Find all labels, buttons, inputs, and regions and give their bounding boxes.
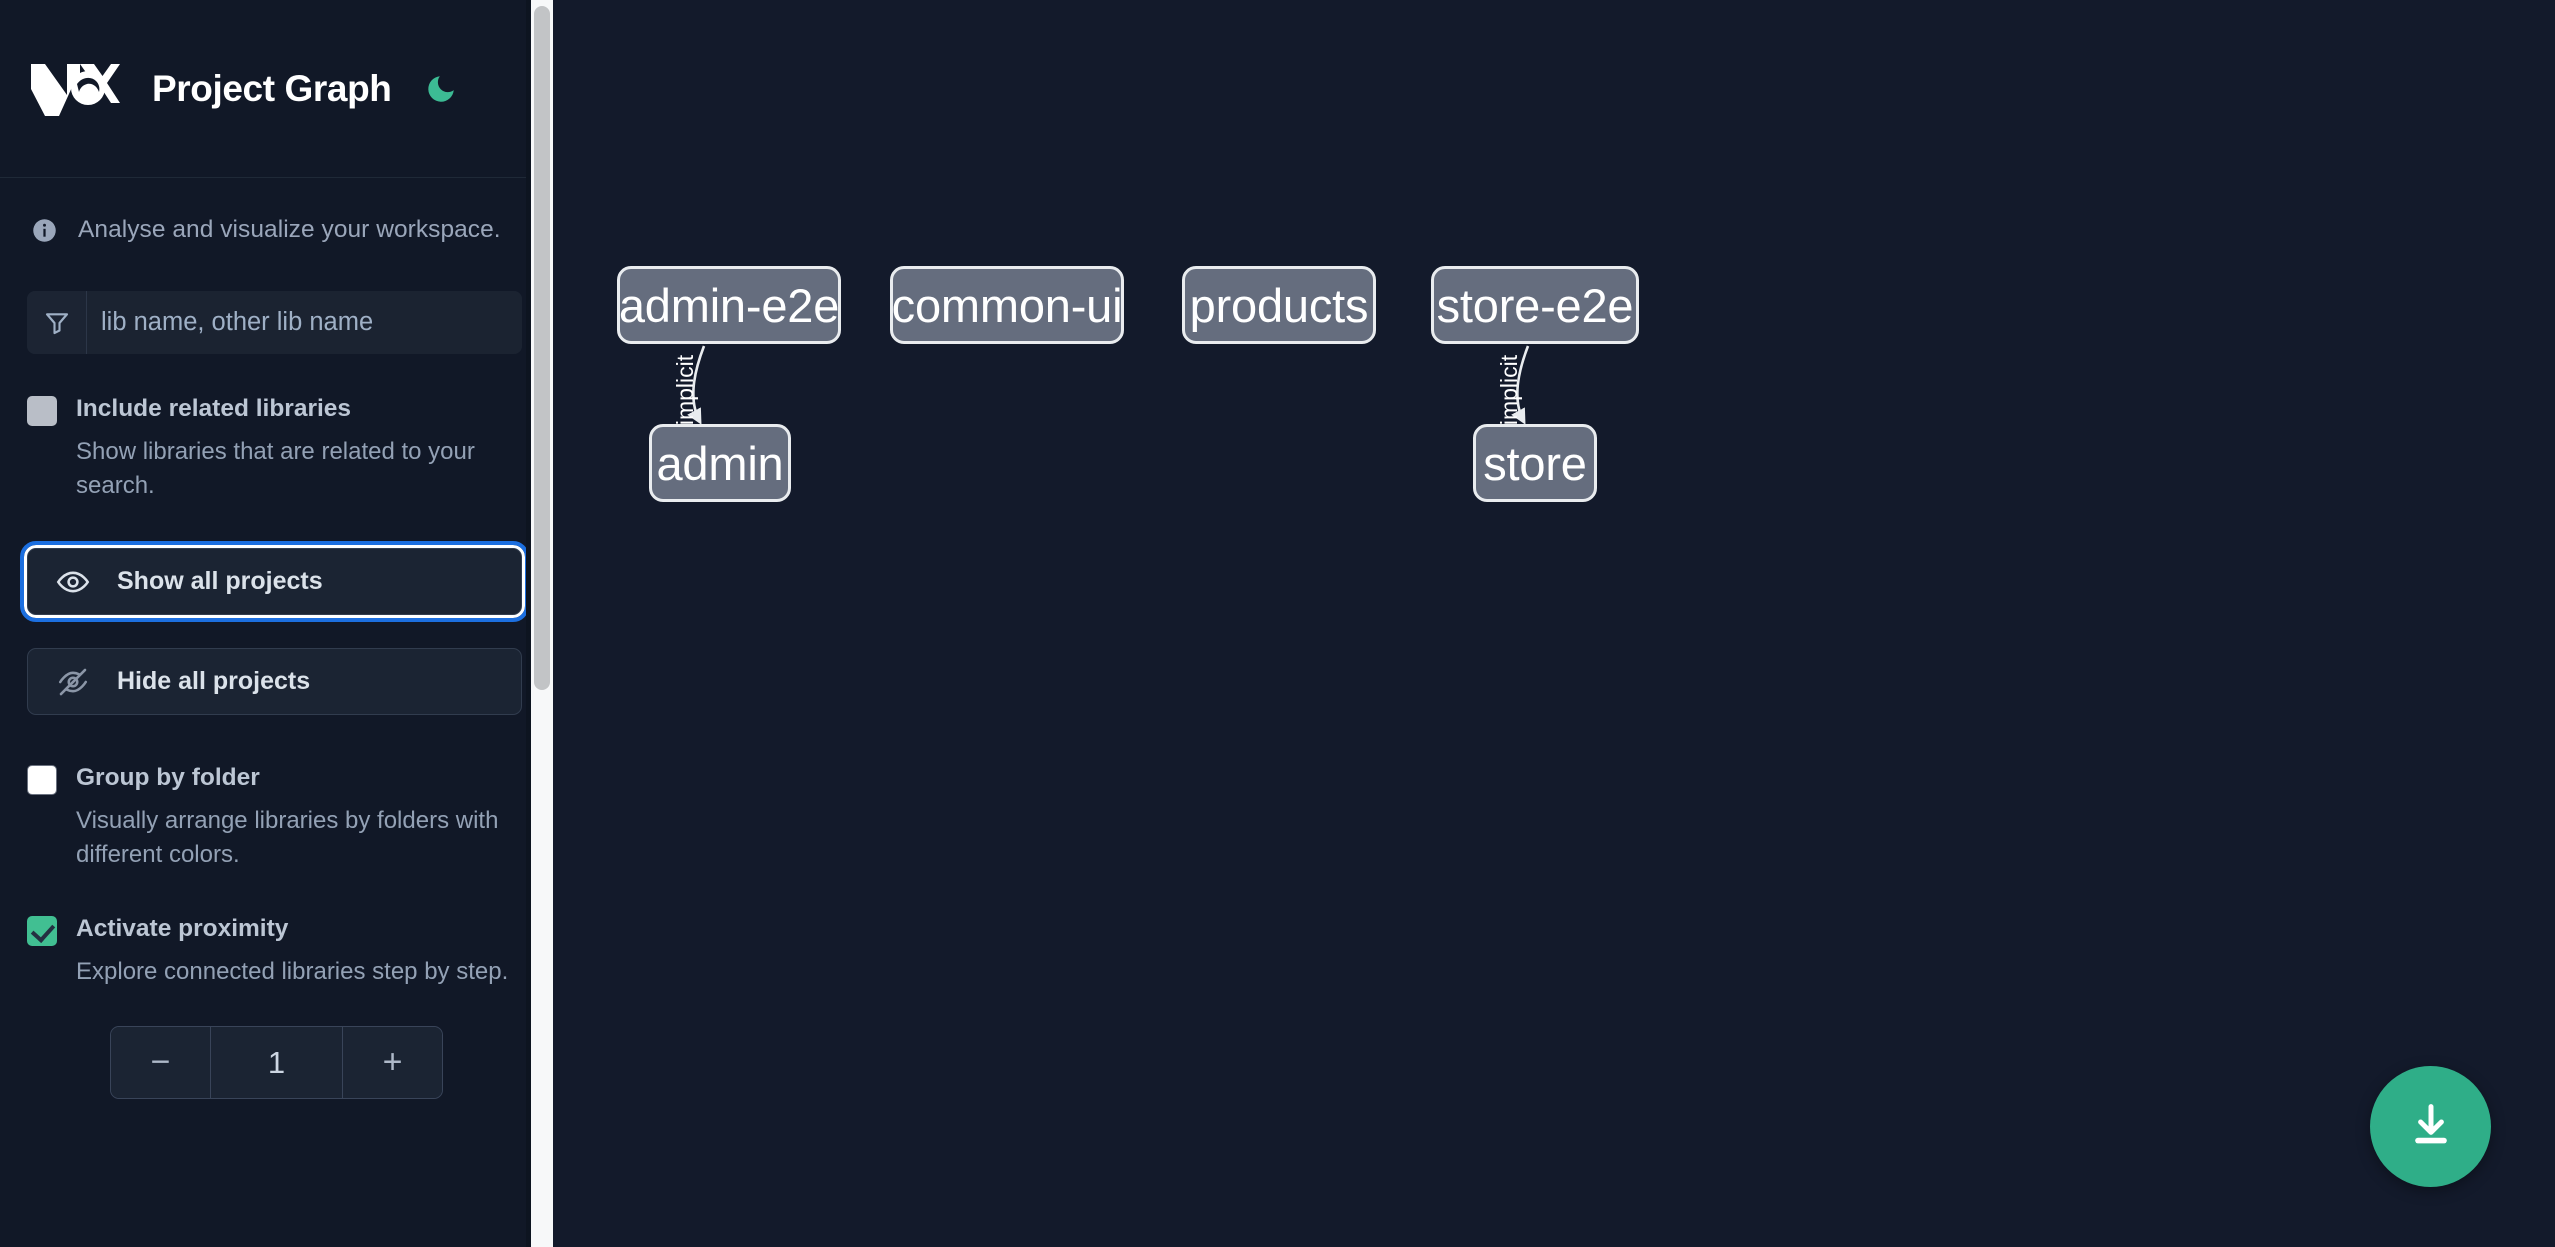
include-related-checkbox[interactable] [27,396,57,426]
download-graph-button[interactable] [2370,1066,2491,1187]
filter-funnel-icon[interactable] [27,291,87,354]
graph-node-label: admin [656,436,784,490]
eye-icon [56,563,94,601]
option-activate-proximity[interactable]: Activate proximity Explore connected lib… [0,872,553,989]
sidebar-scrollbar-thumb[interactable] [534,6,550,690]
hide-all-projects-label: Hide all projects [117,667,311,696]
graph-node-admin[interactable]: admin [649,424,791,502]
option-group-by-folder[interactable]: Group by folder Visually arrange librari… [0,715,553,872]
graph-node-label: store [1483,436,1587,490]
activate-proximity-checkbox[interactable] [27,916,57,947]
proximity-value: 1 [211,1027,342,1099]
graph-node-store[interactable]: store [1473,424,1597,502]
info-icon [31,217,58,244]
group-by-folder-checkbox[interactable] [27,765,57,796]
proximity-increment-button[interactable]: + [342,1027,442,1099]
edge-label-implicit-store: implicit [1496,354,1522,425]
proximity-decrement-button[interactable]: − [111,1027,211,1099]
include-related-label: Include related libraries [76,395,352,422]
sidebar-header: Project Graph [0,0,553,178]
proximity-stepper: − 1 + [110,1026,443,1100]
search-box[interactable] [27,291,522,354]
graph-node-label: admin-e2e [618,278,840,332]
workspace-info: Analyse and visualize your workspace. [0,178,553,244]
eye-off-icon [56,663,94,701]
graph-edges: implicit implicit [672,345,1530,425]
graph-node-label: products [1189,278,1369,332]
search-section [0,244,553,354]
edge-admin-e2e-to-admin [687,345,706,425]
sidebar-scrollbar[interactable] [531,0,553,1247]
show-all-projects-button[interactable]: Show all projects [20,541,529,623]
activate-proximity-description: Explore connected libraries step by step… [76,958,509,986]
include-related-description: Show libraries that are related to your … [76,438,475,500]
search-input[interactable] [87,291,522,354]
graph-node-label: store-e2e [1436,278,1634,332]
graph-node-label: common-ui [891,278,1123,332]
moon-icon[interactable] [419,67,463,111]
nx-logo [27,58,120,120]
visibility-buttons: Show all projects Hide all projects [0,503,553,716]
edge-store-e2e-to-store [1511,345,1530,425]
graph-node-store-e2e[interactable]: store-e2e [1431,266,1639,344]
graph-node-admin-e2e[interactable]: admin-e2e [617,266,841,344]
proximity-stepper-wrap: − 1 + [0,989,553,1100]
group-by-folder-label: Group by folder [76,764,260,792]
option-include-related[interactable]: Include related libraries Show libraries… [0,354,553,503]
edge-label-implicit-admin: implicit [672,354,698,425]
graph-node-common-ui[interactable]: common-ui [890,266,1124,344]
download-icon [2405,1099,2457,1154]
activate-proximity-label: Activate proximity [76,915,289,943]
graph-canvas[interactable]: implicit implicit admin-e2e common-ui pr… [553,0,2555,1247]
sidebar-edge [526,0,531,1247]
graph-node-products[interactable]: products [1182,266,1376,344]
page-title: Project Graph [152,67,392,109]
group-by-folder-description: Visually arrange libraries by folders wi… [76,807,499,869]
show-all-projects-label: Show all projects [117,567,323,596]
hide-all-projects-button[interactable]: Hide all projects [27,648,522,716]
sidebar: Project Graph Analyse and visualize your… [0,0,553,1247]
workspace-info-text: Analyse and visualize your workspace. [78,216,501,243]
